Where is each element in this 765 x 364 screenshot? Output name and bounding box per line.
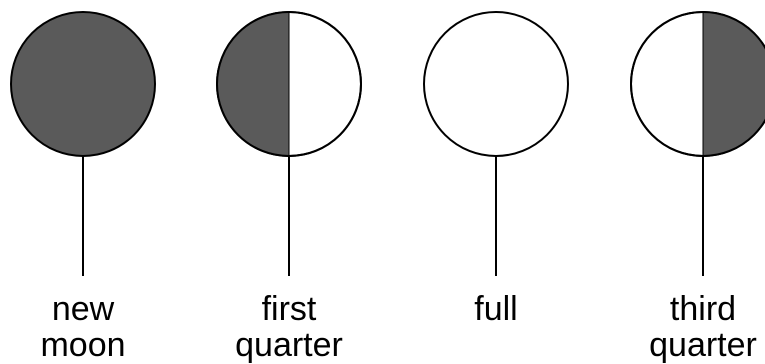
first-quarter-label-line2: quarter — [235, 326, 343, 364]
first-quarter-label-line1: first — [262, 290, 317, 328]
phase-first-quarter: first quarter — [217, 12, 361, 364]
new-moon-label-line1: new — [52, 290, 115, 328]
full-label-line1: full — [474, 290, 517, 328]
phase-third-quarter: third quarter — [631, 12, 765, 364]
third-quarter-label-line1: third — [670, 290, 736, 328]
first-quarter-dark-half — [217, 12, 289, 156]
new-moon-disc — [11, 12, 155, 156]
full-disc — [424, 12, 568, 156]
phase-new-moon: new moon — [11, 12, 155, 364]
phase-full: full — [424, 12, 568, 328]
new-moon-label-line2: moon — [40, 326, 125, 364]
third-quarter-label-line2: quarter — [649, 326, 757, 364]
